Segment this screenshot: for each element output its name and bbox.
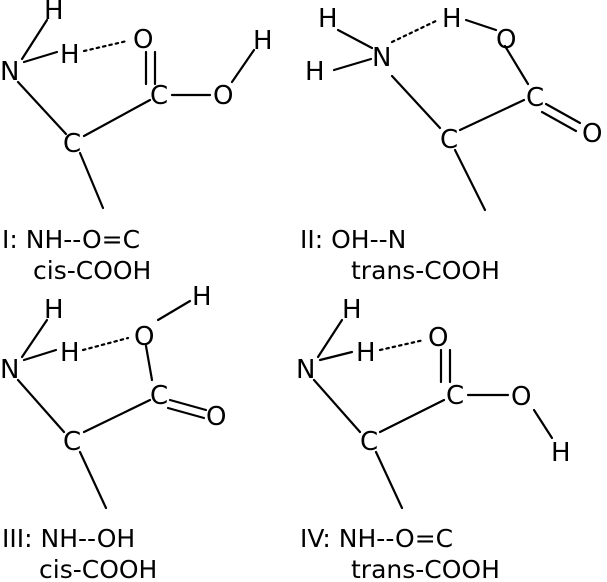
atom-O: O bbox=[133, 25, 153, 55]
atom-N: N bbox=[372, 43, 391, 73]
bond bbox=[22, 50, 59, 64]
conformer-config-IV: trans-COOH bbox=[351, 555, 500, 582]
atom-O: O bbox=[428, 323, 448, 353]
atom-H: H bbox=[442, 4, 462, 34]
bond bbox=[20, 18, 49, 61]
hydrogen-bond bbox=[82, 39, 129, 53]
atom-H: H bbox=[60, 40, 80, 70]
bond bbox=[458, 98, 526, 132]
atom-H: H bbox=[305, 57, 325, 87]
atom-H: H bbox=[551, 438, 571, 468]
conformer-label-II: II: OH--N bbox=[300, 225, 406, 254]
atom-N: N bbox=[0, 355, 19, 385]
conformer-label-IV: IV: NH--O=C bbox=[300, 524, 453, 553]
bond bbox=[20, 318, 49, 359]
structure-III: H N H O H C O C III: NH--OH cis-COOH bbox=[0, 282, 226, 582]
atom-C: C bbox=[446, 381, 464, 411]
atom-O: O bbox=[511, 382, 531, 412]
bond bbox=[144, 344, 154, 382]
atom-O: O bbox=[213, 81, 233, 111]
atom-C: C bbox=[150, 381, 168, 411]
bond bbox=[336, 28, 374, 50]
bond bbox=[82, 98, 152, 138]
atom-C: C bbox=[150, 81, 168, 111]
bond bbox=[78, 450, 108, 510]
bond bbox=[390, 74, 442, 130]
bond bbox=[540, 110, 578, 133]
bond bbox=[312, 378, 362, 434]
bond bbox=[230, 48, 256, 84]
bond bbox=[316, 318, 344, 359]
hydrogen-bond bbox=[81, 336, 130, 352]
hydrogen-bond bbox=[378, 338, 426, 352]
conformer-label-III: III: NH--OH bbox=[2, 524, 135, 553]
bond bbox=[16, 378, 66, 434]
hydrogen-bond bbox=[390, 18, 440, 44]
atom-H: H bbox=[44, 295, 64, 325]
bond bbox=[16, 80, 68, 136]
structure-I: H N H O C O H C I: NH--O=C cis-COOH bbox=[0, 0, 273, 285]
atom-O: O bbox=[496, 25, 516, 55]
atom-C: C bbox=[526, 83, 544, 113]
conformer-label-I: I: NH--O=C bbox=[2, 225, 140, 254]
atom-H: H bbox=[253, 26, 273, 56]
atom-C: C bbox=[63, 427, 81, 457]
bond bbox=[22, 348, 58, 362]
bond bbox=[166, 406, 206, 420]
structure-IV: H N H O C O H C IV: NH--O=C trans-COOH bbox=[296, 295, 571, 582]
atom-C: C bbox=[63, 129, 81, 159]
bond bbox=[503, 44, 530, 86]
atom-H: H bbox=[318, 4, 338, 34]
bond bbox=[453, 148, 487, 212]
bond bbox=[332, 57, 373, 72]
structure-II: H H N H O C O C II: OH--N trans-COOH bbox=[300, 4, 602, 285]
atom-O: O bbox=[582, 119, 602, 149]
bond bbox=[78, 151, 105, 210]
atom-O: O bbox=[134, 322, 154, 352]
bond bbox=[374, 450, 404, 510]
bond bbox=[82, 398, 152, 434]
atom-O: O bbox=[206, 402, 226, 432]
bond bbox=[168, 398, 208, 412]
atom-H: H bbox=[342, 295, 362, 325]
atom-H: H bbox=[192, 282, 212, 312]
conformer-config-I: cis-COOH bbox=[33, 256, 151, 285]
conformer-config-III: cis-COOH bbox=[39, 555, 157, 582]
atom-N: N bbox=[0, 57, 19, 87]
bond bbox=[378, 398, 446, 434]
conformer-config-II: trans-COOH bbox=[351, 256, 500, 285]
atom-H: H bbox=[44, 0, 64, 26]
bond bbox=[156, 299, 192, 322]
bond bbox=[532, 408, 554, 440]
atom-C: C bbox=[360, 427, 378, 457]
bond bbox=[464, 18, 498, 32]
atom-C: C bbox=[440, 125, 458, 155]
atom-H: H bbox=[356, 338, 376, 368]
bond bbox=[544, 102, 582, 125]
atom-N: N bbox=[296, 355, 315, 385]
bond bbox=[318, 350, 354, 362]
atom-H: H bbox=[60, 338, 80, 368]
